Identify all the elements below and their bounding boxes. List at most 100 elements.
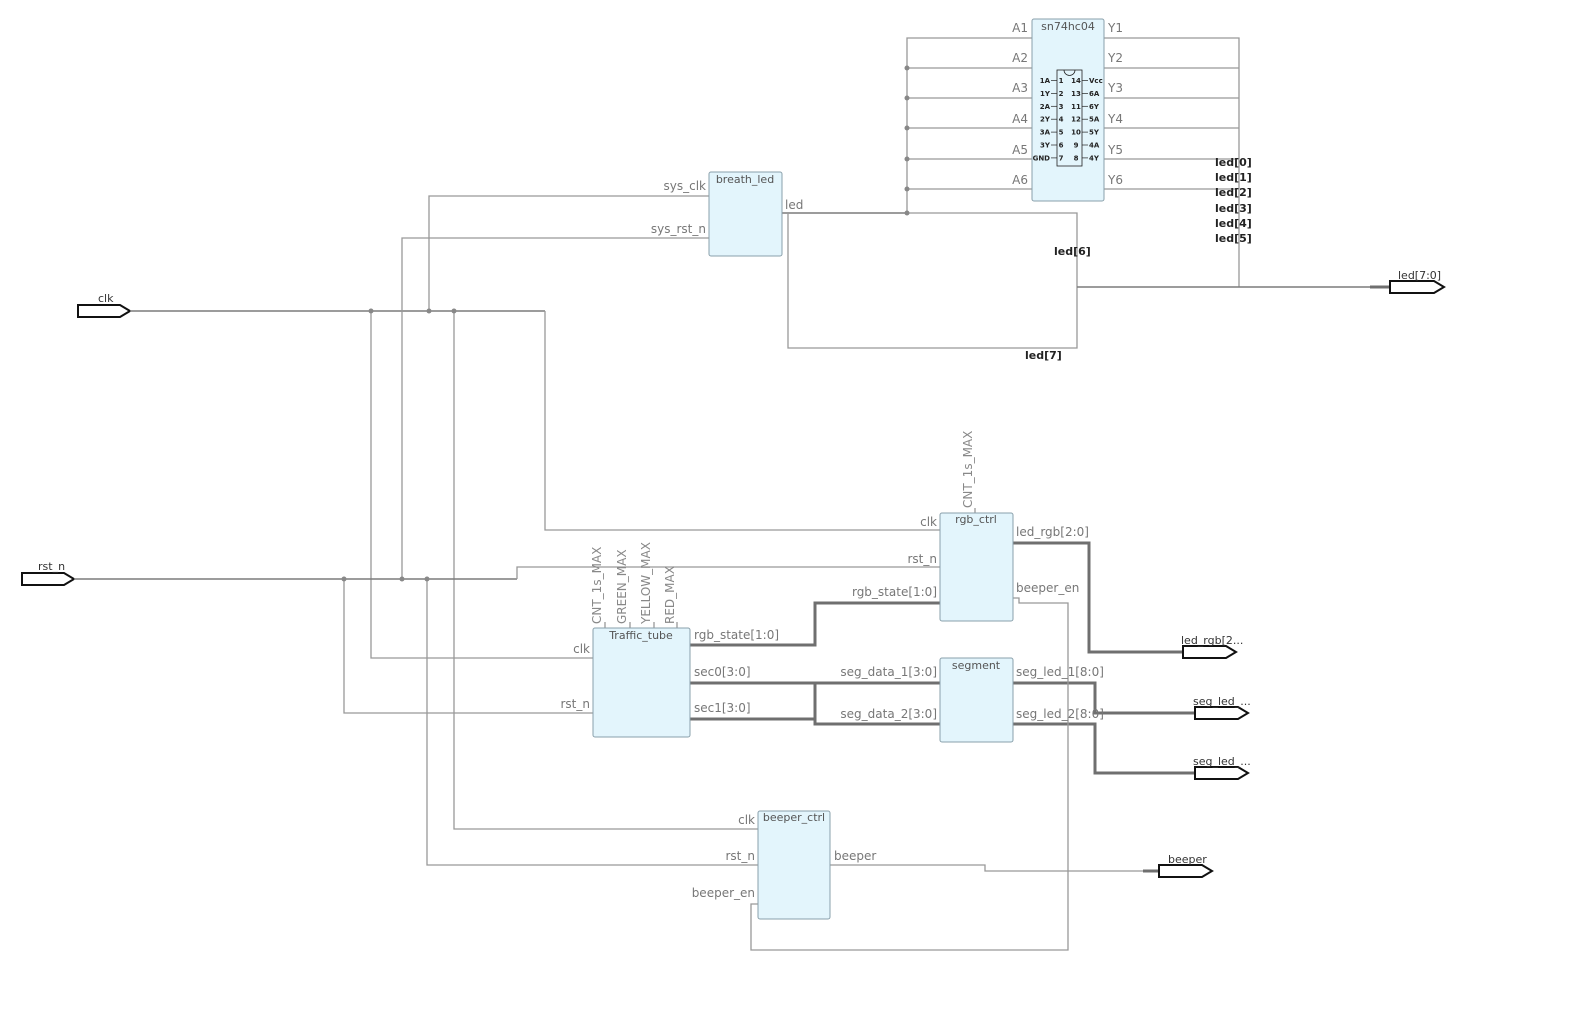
pin-rst-n: rst_n [908,552,938,566]
junction-dot [904,186,910,192]
output-port-seg-led-2[interactable]: seg_led_... [1193,755,1251,780]
block-sn74hc04-body[interactable] [1031,18,1105,202]
block-beeper-ctrl[interactable]: beeper_ctrl clk rst_n beeper_en beeper [692,810,877,920]
wire-rst-traffic [343,579,593,714]
output-port-shape[interactable] [1182,645,1238,659]
wire-clk-beeper [453,311,758,830]
dip-pin-right: 5Y [1089,129,1100,137]
chip-output-pin: Y2 [1107,51,1123,65]
dip-pin-left: 1Y [1040,90,1051,98]
junction-dot [904,156,910,162]
traffic-param-label: CNT_1s_MAX [590,547,604,624]
input-port-clk-label: clk [98,292,114,305]
dip-pin-left: GND [1033,154,1051,162]
block-breath-led[interactable]: breath_led sys_clk sys_rst_n led [651,171,803,257]
pin-seg-led-1: seg_led_1[8:0] [1016,665,1104,679]
block-segment[interactable]: segment seg_data_1[3:0] seg_data_2[3:0] … [840,657,1104,743]
block-segment-body[interactable] [939,657,1014,743]
input-port-clk[interactable]: clk [77,292,150,318]
wire-beeper [830,864,1143,872]
led-bit-label: led[1] [1215,171,1252,184]
block-rgb-ctrl-body[interactable] [939,512,1014,622]
wire-clk-breath [428,195,709,311]
traffic-param-label: YELLOW_MAX [639,542,653,625]
junction-dot [426,308,432,314]
junctions [341,65,910,582]
junction-dot [904,210,910,216]
dip-chip-outline [1056,69,1083,167]
dip-pin-left-num: 6 [1059,142,1064,150]
pin-beeper-en: beeper_en [1016,581,1079,595]
block-title: Traffic_tube [608,629,673,642]
wire-beeper-en [750,597,1069,951]
output-port-beeper[interactable]: beeper [1158,853,1214,878]
output-port-led[interactable]: led[7:0] [1389,269,1446,294]
output-port-seg-led-1[interactable]: seg_led_... [1193,695,1251,720]
dip-pin-right: 5A [1089,116,1100,124]
dip-chip-notch [1063,69,1076,76]
junction-dot [368,308,374,314]
block-traffic-tube-body[interactable] [592,627,691,738]
dip-pin-left-num: 2 [1059,90,1064,98]
input-port-shape[interactable] [77,304,132,318]
output-port-seg-led-1-label: seg_led_... [1193,695,1251,708]
pin-sec0: sec0[3:0] [694,665,751,679]
block-breath-led-body[interactable] [708,171,783,257]
wire-led67-loop [787,212,1078,349]
output-port-shape[interactable] [1194,706,1250,720]
input-port-rst-n-label: rst_n [38,560,65,573]
pin-rst-n: rst_n [561,697,591,711]
block-title: segment [952,659,1001,672]
wire-clk-rgb [544,311,940,531]
chip-input-pin: A1 [1012,21,1028,35]
dip-pin-right-num: 11 [1071,103,1081,111]
block-beeper-ctrl-body[interactable] [757,810,831,920]
stub-traffic-params [604,622,678,628]
chip-input-pin: A4 [1012,112,1028,126]
output-port-led-rgb[interactable]: led_rgb[2... [1181,634,1243,659]
wire-rst-rgb [516,566,940,579]
dip-pin-right: 4Y [1089,154,1100,162]
dip-pin-left-num: 4 [1059,116,1064,124]
wire-a1 [906,37,1032,213]
pin-rst-n: rst_n [726,849,756,863]
dip-pin-left-num: 3 [1059,103,1064,111]
dip-pin-left: 3A [1040,129,1051,137]
wires [95,37,1390,951]
output-port-shape[interactable] [1389,280,1446,294]
block-title: breath_led [716,173,774,186]
pin-clk: clk [920,515,937,529]
input-port-rst-n[interactable]: rst_n [21,560,95,586]
bus-seg-led-1 [1013,681,1195,715]
output-port-shape[interactable] [1194,766,1250,780]
dip-pin-right-num: 14 [1071,77,1081,85]
wire-clk-traffic [370,311,593,659]
pin-seg-data-2: seg_data_2[3:0] [840,707,937,721]
junction-dot [451,308,457,314]
chip-output-pin: Y5 [1107,143,1123,157]
input-port-shape[interactable] [21,572,76,586]
chip-input-pin: A3 [1012,81,1028,95]
output-port-beeper-label: beeper [1168,853,1207,866]
led-bit-label: led[7] [1025,349,1062,362]
pin-rgb-state: rgb_state[1:0] [694,628,779,642]
led-bit-label: led[5] [1215,232,1252,245]
pin-sec1: sec1[3:0] [694,701,751,715]
chip-output-pin: Y4 [1107,112,1123,126]
pin-seg-data-1: seg_data_1[3:0] [840,665,937,679]
chip-input-pin: A6 [1012,173,1028,187]
block-rgb-ctrl[interactable]: rgb_ctrl CNT_1s_MAX clk rst_n rgb_state[… [852,431,1089,622]
wire-y1 [1104,37,1240,287]
output-port-shape[interactable] [1158,864,1214,878]
junction-dot [904,95,910,101]
pin-sys-rst-n: sys_rst_n [651,222,706,236]
bus-sec1-b [813,719,940,726]
pin-seg-led-2: seg_led_2[8:0] [1016,707,1104,721]
chip-output-pin: Y3 [1107,81,1123,95]
